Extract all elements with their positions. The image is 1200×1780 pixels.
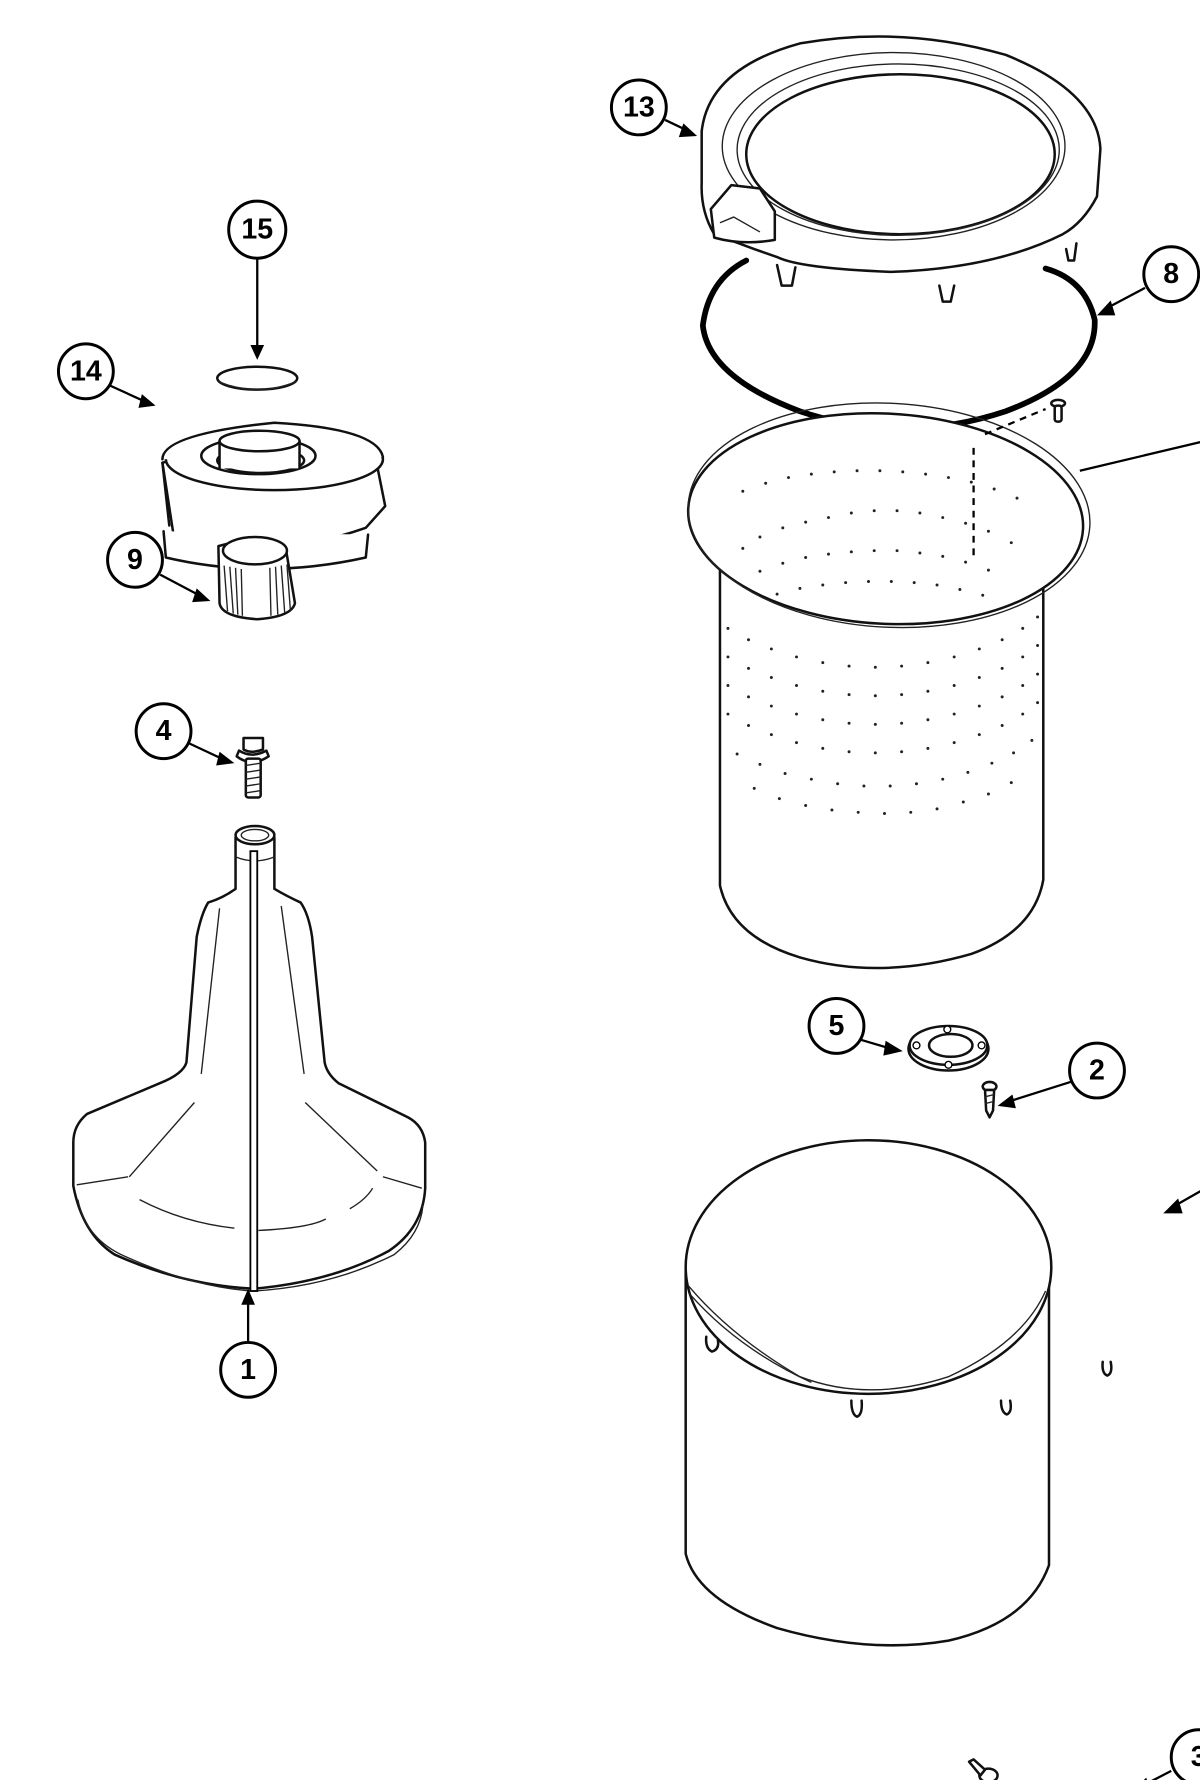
callout-9-label: 9 [127,544,143,576]
part-12-outer-tub [684,1138,1113,1647]
callout-15[interactable]: 15 [227,199,288,360]
callout-4-label: 4 [156,715,172,747]
callout-3[interactable]: 3 [1132,1728,1200,1780]
part-4-bolt [235,736,270,799]
callout-2[interactable]: 2 [997,1041,1126,1109]
callout-3-label: 3 [1191,1741,1200,1773]
callout-1-label: 1 [240,1354,256,1386]
part-2-screw [981,1080,998,1119]
callout-5-label: 5 [829,1010,845,1042]
callout-8[interactable]: 8 [1096,245,1200,316]
part-10-spin-basket [686,402,1091,970]
callout-5[interactable]: 5 [807,997,903,1056]
callout-14[interactable]: 14 [56,342,156,408]
callout-13[interactable]: 13 [609,78,698,138]
part-9-agitator-cap [217,535,297,621]
part-14-dispenser [161,421,387,571]
part-5-washer-plate [907,1024,990,1072]
callout-7[interactable]: 7 [1079,393,1200,472]
part-1-agitator [72,824,427,1292]
callout-4[interactable]: 4 [134,702,235,766]
callout-12[interactable]: 12 [1163,1145,1200,1214]
part-3-screw [967,1758,999,1780]
perforation-dots [726,469,1040,815]
callout-1[interactable]: 1 [219,1288,278,1399]
part-13-tub-ring [700,35,1102,303]
callout-13-label: 13 [623,91,655,123]
part-15-dispenser-cap [216,365,299,391]
callout-2-label: 2 [1089,1055,1105,1087]
callout-14-label: 14 [70,355,102,387]
callout-15-label: 15 [241,214,273,246]
callout-8-label: 8 [1163,258,1179,290]
part-7-screw [1050,398,1067,423]
callout-9[interactable]: 9 [106,530,211,603]
